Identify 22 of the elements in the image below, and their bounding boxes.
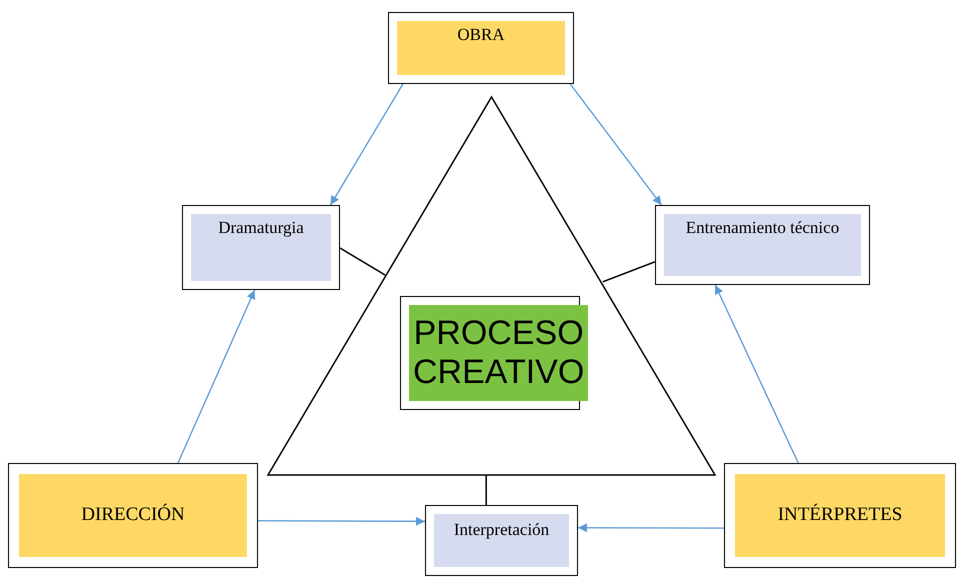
- framed-box: [655, 205, 870, 285]
- box-label: OBRA: [397, 21, 565, 75]
- framed-box: [388, 12, 574, 84]
- box-label: DIRECCIÓN: [19, 474, 247, 557]
- box-label: Entrenamiento técnico: [664, 214, 861, 276]
- box-label: INTÉRPRETES: [735, 474, 945, 557]
- box-label: Interpretación: [434, 514, 569, 567]
- arrow: [570, 84, 662, 206]
- connector-line: [340, 247, 386, 276]
- box-label: PROCESO CREATIVO: [409, 305, 588, 401]
- framed-box: [182, 205, 340, 290]
- arrow: [258, 516, 425, 526]
- arrow: [714, 284, 799, 464]
- connector-line: [602, 261, 656, 283]
- arrow: [330, 84, 404, 206]
- framed-box: [724, 463, 956, 568]
- framed-box: [425, 505, 578, 576]
- framed-box: [8, 463, 258, 568]
- arrow: [177, 290, 256, 464]
- box-label: Dramaturgia: [191, 214, 331, 281]
- connector-line: [485, 475, 487, 505]
- arrow: [578, 523, 724, 532]
